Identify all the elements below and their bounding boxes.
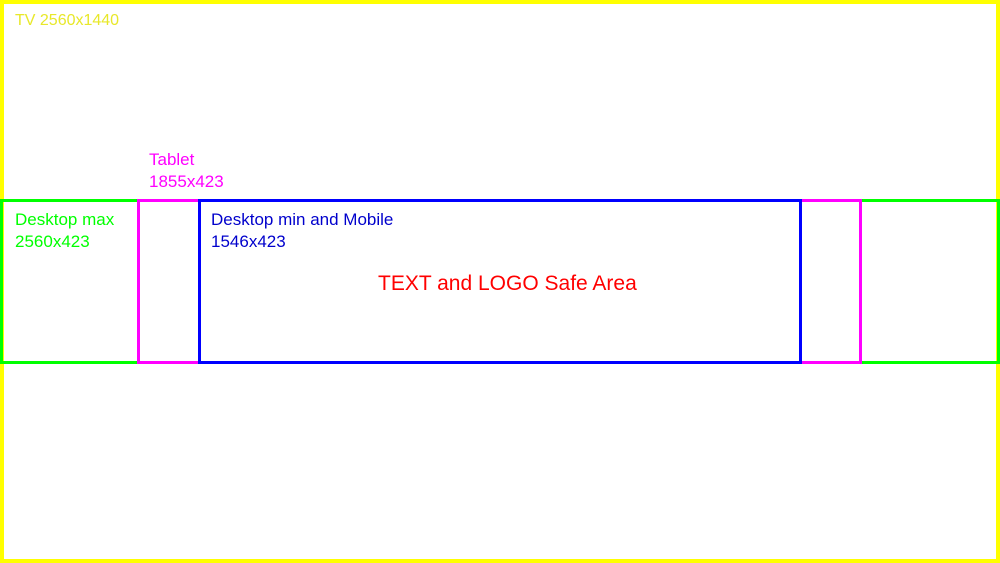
tablet-size: 1855x423 [149, 172, 224, 191]
desktop-min-name: Desktop min and Mobile [211, 210, 394, 229]
tv-label: TV 2560x1440 [15, 12, 120, 29]
tablet-label: Tablet 1855x423 [149, 149, 224, 193]
desktop-min-label: Desktop min and Mobile 1546x423 [211, 209, 393, 253]
desktop-max-size: 2560x423 [15, 232, 90, 251]
desktop-max-name: Desktop max [15, 210, 115, 229]
safe-area-label: TEXT and LOGO Safe Area [378, 272, 637, 295]
desktop-min-frame [198, 199, 802, 364]
desktop-max-label: Desktop max 2560x423 [15, 209, 114, 253]
desktop-min-size: 1546x423 [211, 232, 286, 251]
tablet-name: Tablet [149, 150, 195, 169]
